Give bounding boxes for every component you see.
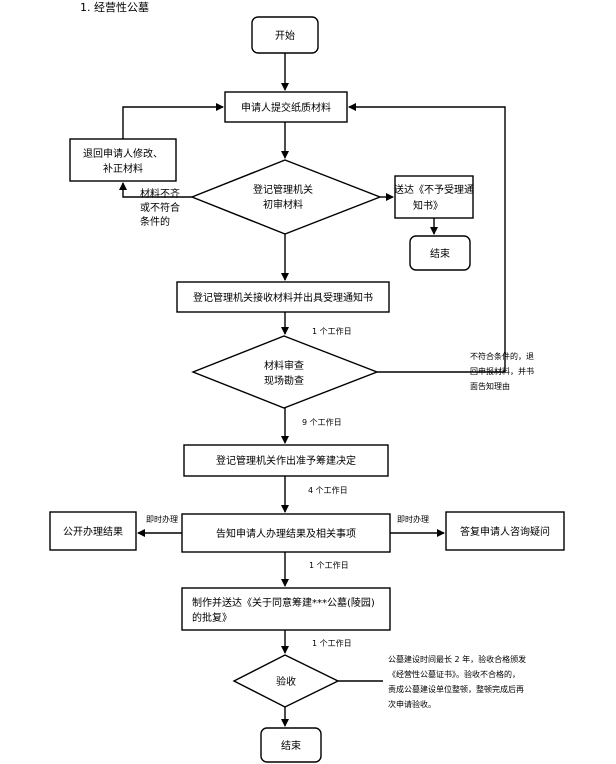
duration-label-1day-c: 1 个工作日 [312,638,352,648]
review-label-line2: 现场勘查 [264,374,304,387]
immediate-label-left: 即时办理 [146,514,178,524]
prelim-label-line1: 登记管理机关 [253,183,313,196]
start-node: 开始 [251,16,319,54]
acceptance-note-line3: 责成公墓建设单位整顿，整顿完成后再 [388,684,524,694]
end-label-top: 结束 [430,247,450,260]
accept-label: 验收 [276,675,296,688]
receipt-notice-box: 登记管理机关接收材料并出具受理通知书 [176,281,390,313]
notice-label-line1: 送达《不予受理通 [394,183,474,196]
public-result-box: 公开办理结果 [49,511,137,551]
return-for-correction-box: 退回申请人修改、 补正材料 [69,138,177,182]
approval-decision-box: 登记管理机关作出准予筹建决定 [183,444,389,477]
not-qualified-label-line1: 不符合条件的，退 [470,351,534,361]
reply-label: 答复申请人咨询疑问 [460,525,550,538]
receipt-label: 登记管理机关接收材料并出具受理通知书 [193,291,373,304]
rejection-notice-box: 送达《不予受理通 知书》 [394,175,474,219]
prelim-label-line2: 初审材料 [263,198,303,211]
section-heading: 1. 经营性公墓 [80,0,149,14]
incomplete-label-line2: 或不符合 [140,201,180,214]
incomplete-label-line3: 条件的 [140,215,170,228]
arrow-prelim-to-return [119,182,192,198]
duration-label-4day: 4 个工作日 [308,485,348,495]
incomplete-label-line1: 材料不齐 [140,187,180,200]
notice-label-line2: 知书》 [413,199,443,212]
acceptance-note-line2: 《经营性公墓证书》。验收不合格的， [388,669,520,679]
not-qualified-label-line3: 面告知理由 [470,381,510,391]
submit-materials-box: 申请人提交纸质材料 [224,91,348,123]
acceptance-note-line4: 次申请验收。 [388,699,436,709]
return-label-line1: 退回申请人修改、 [83,147,163,160]
reply-inquiry-box: 答复申请人咨询疑问 [445,511,565,551]
inform-label: 告知申请人办理结果及相关事项 [216,527,356,540]
acceptance-note-line1: 公墓建设时间最长 2 年，验收合格颁发 [388,654,526,664]
produce-label-line2: 的批复》 [192,611,232,624]
start-label: 开始 [275,29,295,42]
preliminary-review-diamond: 登记管理机关 初审材料 [190,159,382,235]
end-label-bottom: 结束 [281,739,301,752]
review-label-line1: 材料审查 [264,359,304,372]
public-label: 公开办理结果 [63,525,123,538]
submit-label: 申请人提交纸质材料 [241,101,331,114]
duration-label-9day: 9 个工作日 [302,417,342,427]
arrow-review-back-to-submit [348,103,506,373]
acceptance-diamond: 验收 [232,654,340,708]
approval-document-box: 制作并送达《关于同意筹建***公墓(陵园) 的批复》 [181,587,391,631]
connectors [119,53,506,727]
inform-applicant-box: 告知申请人办理结果及相关事项 [181,513,391,553]
material-review-diamond: 材料审查 现场勘查 [191,335,379,409]
immediate-label-right: 即时办理 [397,514,429,524]
arrow-return-to-submit [122,103,224,139]
end-node-top: 结束 [409,235,471,271]
end-node-bottom: 结束 [260,727,322,763]
not-qualified-label-line2: 回申报材料，并书 [470,366,534,376]
produce-label-line1: 制作并送达《关于同意筹建***公墓(陵园) [192,596,375,609]
edge-labels: 材料不齐 或不符合 条件的 1 个工作日 不符合条件的，退 回申报材料，并书 面… [140,187,534,709]
duration-label-1day-a: 1 个工作日 [312,326,352,336]
decision-label: 登记管理机关作出准予筹建决定 [216,454,356,467]
duration-label-1day-b: 1 个工作日 [309,560,349,570]
return-label-line2: 补正材料 [103,162,143,175]
